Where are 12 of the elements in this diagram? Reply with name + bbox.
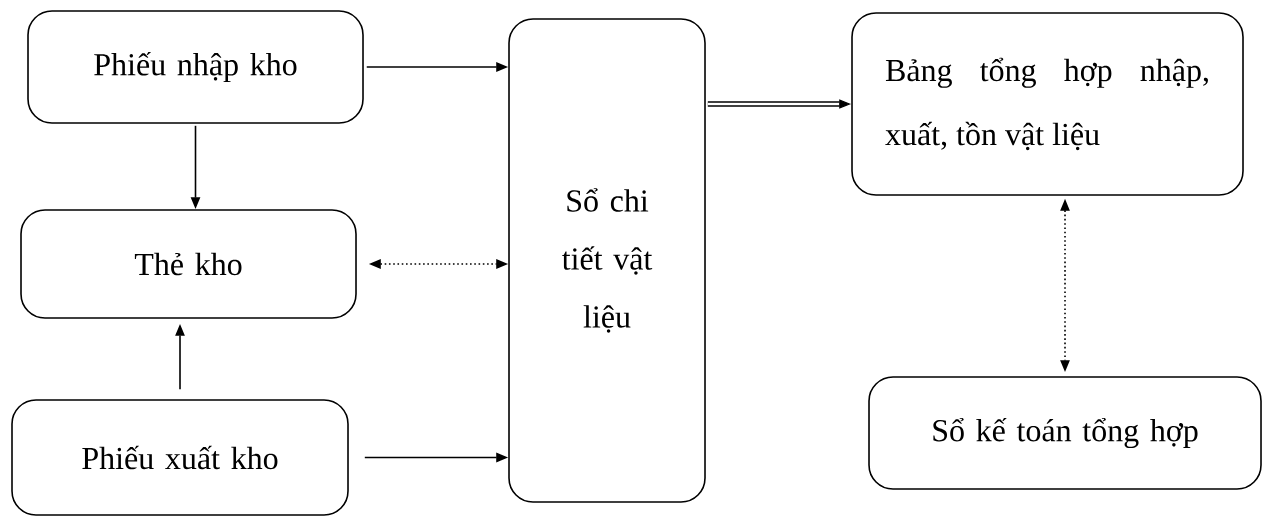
process-box xyxy=(11,399,349,516)
box-text: Sổ chi tiết vật liệu xyxy=(562,188,653,333)
process-box xyxy=(508,18,706,503)
box-text: Thẻ kho xyxy=(134,252,242,276)
process-box xyxy=(20,209,357,319)
process-box xyxy=(851,12,1244,196)
box-text: Bảng tổng hợp nhập, xuất, tồn vật liệu xyxy=(885,57,1208,151)
process-box xyxy=(27,10,364,124)
box-text: Phiếu xuất kho xyxy=(82,445,278,470)
box-text: Phiếu nhập kho xyxy=(94,52,297,82)
box-text: Sổ kế toán tổng hợp xyxy=(933,417,1198,449)
process-box xyxy=(868,376,1262,490)
